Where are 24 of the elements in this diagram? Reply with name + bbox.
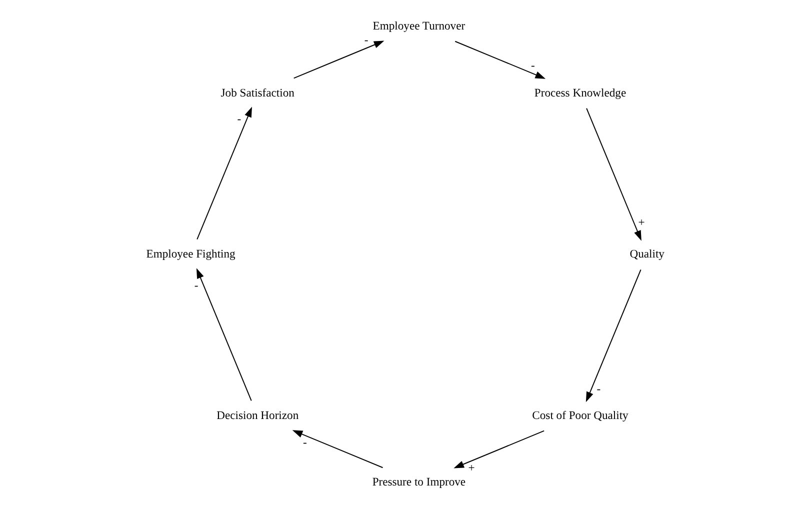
node-text: Process Knowledge bbox=[534, 86, 626, 100]
node-text: Employee Fighting bbox=[146, 248, 235, 261]
edge-label: - bbox=[530, 59, 534, 72]
edge-label: + bbox=[468, 461, 474, 474]
node-text: Job Satisfaction bbox=[220, 86, 294, 100]
edge-label: - bbox=[364, 34, 368, 47]
edge-label: - bbox=[194, 279, 198, 292]
node-text: Pressure to Improve bbox=[372, 476, 466, 489]
arrow bbox=[586, 108, 641, 241]
arrow bbox=[453, 430, 544, 468]
arrow bbox=[196, 106, 252, 240]
edge-label: - bbox=[302, 436, 306, 450]
arrow bbox=[585, 269, 641, 402]
node-text: Cost of Poor Quality bbox=[532, 408, 628, 422]
arrow bbox=[292, 430, 383, 468]
node-text: Quality bbox=[629, 248, 664, 261]
arrow bbox=[196, 268, 252, 402]
arrow bbox=[292, 40, 384, 79]
arrow bbox=[454, 40, 546, 79]
edge-label: - bbox=[596, 382, 600, 396]
node-text: Employee Turnover bbox=[372, 19, 465, 32]
edge-label: - bbox=[236, 112, 241, 126]
edge-label: + bbox=[638, 216, 644, 229]
node-text: Decision Horizon bbox=[216, 408, 298, 422]
